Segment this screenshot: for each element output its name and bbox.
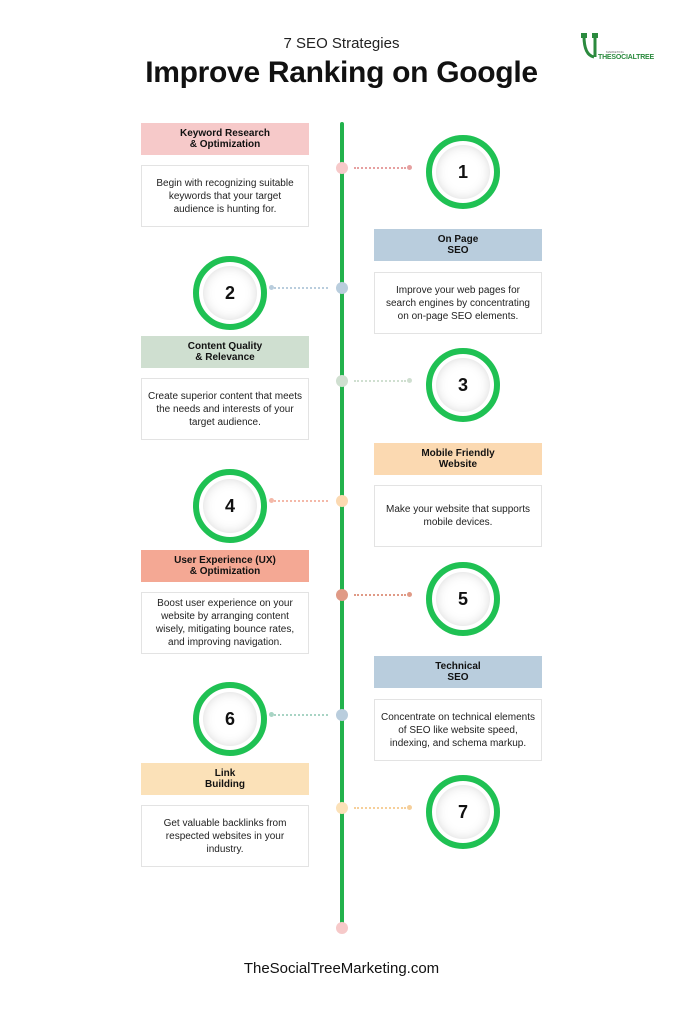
step-4-node bbox=[336, 495, 348, 507]
step-6-node bbox=[336, 709, 348, 721]
step-1-label: Keyword Research & Optimization bbox=[141, 123, 309, 155]
step-2-description: Improve your web pages for search engine… bbox=[374, 272, 542, 334]
step-1-connector-dot bbox=[407, 165, 412, 170]
step-7-label: Link Building bbox=[141, 763, 309, 795]
step-6-connector-dot bbox=[269, 712, 274, 717]
step-5-description: Boost user experience on your website by… bbox=[141, 592, 309, 654]
step-3-description: Create superior content that meets the n… bbox=[141, 378, 309, 440]
timeline-spine bbox=[340, 122, 344, 928]
page-title: Improve Ranking on Google bbox=[145, 56, 538, 89]
step-6-label: Technical SEO bbox=[374, 656, 542, 688]
step-4-connector-dot bbox=[269, 498, 274, 503]
step-7-description: Get valuable backlinks from respected we… bbox=[141, 805, 309, 867]
step-2-connector-dot bbox=[269, 285, 274, 290]
step-7-connector bbox=[354, 807, 406, 809]
step-5-label: User Experience (UX) & Optimization bbox=[141, 550, 309, 582]
step-1-number-badge: 1 bbox=[426, 135, 500, 209]
logo-small-text: MARKETING bbox=[606, 50, 624, 54]
step-3-number-badge: 3 bbox=[426, 348, 500, 422]
timeline-end-dot bbox=[336, 922, 348, 934]
step-4-label: Mobile Friendly Website bbox=[374, 443, 542, 475]
step-1-node bbox=[336, 162, 348, 174]
step-2-label: On Page SEO bbox=[374, 229, 542, 261]
step-4-number-badge: 4 bbox=[193, 469, 267, 543]
step-5-node bbox=[336, 589, 348, 601]
step-6-description: Concentrate on technical elements of SEO… bbox=[374, 699, 542, 761]
step-3-label: Content Quality & Relevance bbox=[141, 336, 309, 368]
step-7-number-badge: 7 bbox=[426, 775, 500, 849]
logo-text: THESOCIALTREE bbox=[598, 54, 654, 61]
step-2-connector bbox=[274, 287, 328, 289]
step-6-number-badge: 6 bbox=[193, 682, 267, 756]
step-1-description: Begin with recognizing suitable keywords… bbox=[141, 165, 309, 227]
step-2-node bbox=[336, 282, 348, 294]
subtitle: 7 SEO Strategies bbox=[283, 35, 400, 52]
step-3-connector bbox=[354, 380, 406, 382]
step-4-description: Make your website that supports mobile d… bbox=[374, 485, 542, 547]
step-5-connector-dot bbox=[407, 592, 412, 597]
step-7-connector-dot bbox=[407, 805, 412, 810]
step-3-node bbox=[336, 375, 348, 387]
step-3-connector-dot bbox=[407, 378, 412, 383]
step-7-node bbox=[336, 802, 348, 814]
step-1-connector bbox=[354, 167, 406, 169]
step-2-number-badge: 2 bbox=[193, 256, 267, 330]
step-4-connector bbox=[274, 500, 328, 502]
social-tree-logo-icon bbox=[581, 33, 598, 59]
step-6-connector bbox=[274, 714, 328, 716]
step-5-connector bbox=[354, 594, 406, 596]
footer-url: TheSocialTreeMarketing.com bbox=[243, 960, 440, 977]
step-5-number-badge: 5 bbox=[426, 562, 500, 636]
